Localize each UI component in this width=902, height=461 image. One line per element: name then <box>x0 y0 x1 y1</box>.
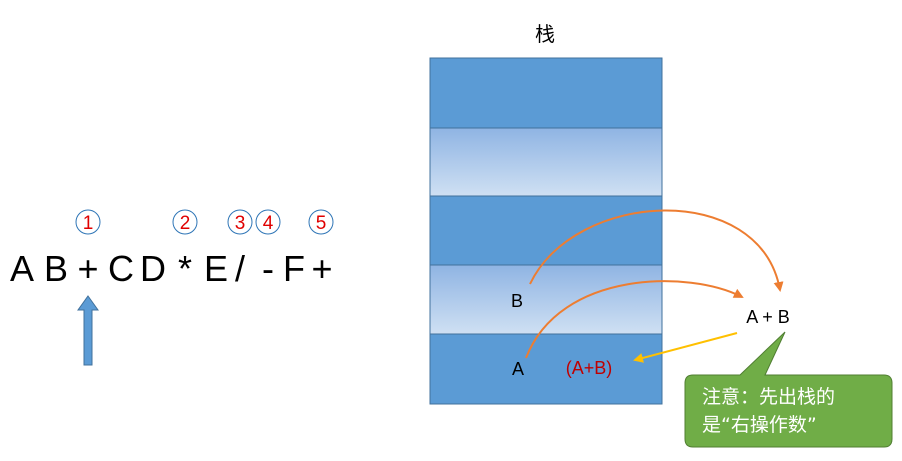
marker-1: 1 <box>75 209 101 235</box>
stack-band-4 <box>430 265 662 334</box>
token-f: F <box>283 248 305 289</box>
marker-2-text: 2 <box>180 213 191 234</box>
token-a: A <box>10 248 34 289</box>
stack-title: 栈 <box>535 22 555 46</box>
stack-band-3 <box>430 196 662 265</box>
marker-2: 2 <box>172 209 198 235</box>
callout-bubble <box>684 331 893 448</box>
stack-band-5 <box>430 334 662 404</box>
arrow-result-to-stack <box>633 332 738 363</box>
stack-band-2 <box>430 128 662 196</box>
marker-4: 4 <box>255 209 281 235</box>
token-plus-2: + <box>311 248 332 289</box>
stack-item-a: A <box>512 359 524 379</box>
marker-5-text: 5 <box>316 213 327 234</box>
markers: 1 2 3 4 5 <box>75 209 334 235</box>
marker-5: 5 <box>308 209 334 235</box>
token-d: D <box>140 248 166 289</box>
marker-3-text: 3 <box>235 213 246 234</box>
callout-line-2: 是“右操作数” <box>702 414 817 436</box>
marker-3: 3 <box>227 209 253 235</box>
token-e: E <box>204 248 228 289</box>
stack-border <box>429 57 663 405</box>
stack-item-b: B <box>511 291 523 311</box>
stack-band-1 <box>430 58 662 128</box>
marker-1-text: 1 <box>83 213 94 234</box>
arrow-a-to-operation <box>525 280 744 359</box>
token-star: * <box>178 248 192 289</box>
token-slash: / <box>235 248 245 289</box>
token-b: B <box>44 248 68 289</box>
token-c: C <box>108 248 134 289</box>
token-plus-1: + <box>77 248 98 289</box>
callout-line-1: 注意：先出栈的 <box>702 386 835 408</box>
pointer-arrow <box>77 295 99 366</box>
marker-4-text: 4 <box>263 213 274 234</box>
expression: A B + C D * E / - F + <box>10 248 333 289</box>
stack <box>429 57 663 405</box>
operation-label: A + B <box>746 307 790 327</box>
stack-result: (A+B) <box>566 358 613 378</box>
arrow-b-to-operation <box>529 209 784 292</box>
token-minus: - <box>262 248 274 289</box>
